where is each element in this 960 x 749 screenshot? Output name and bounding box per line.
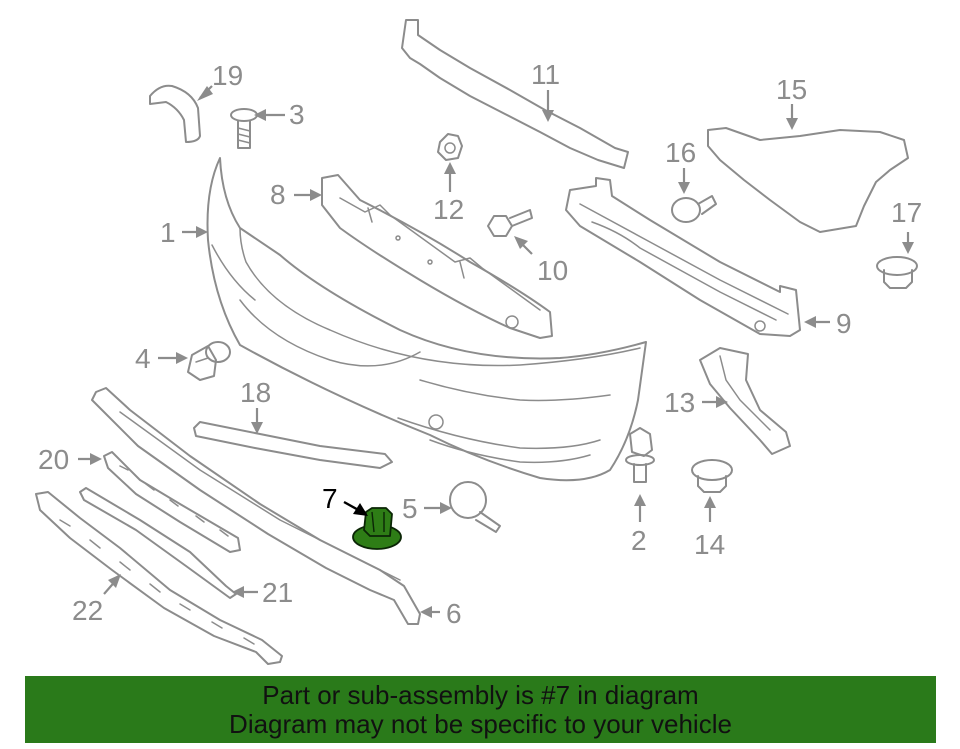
callout-12: 12 xyxy=(433,194,464,225)
tow-hook-cover-part-5[interactable] xyxy=(449,481,501,533)
screw-part-3[interactable] xyxy=(230,108,258,149)
leader-lines xyxy=(78,85,914,618)
banner-line-2: Diagram may not be specific to your vehi… xyxy=(229,708,732,739)
bracket-part-13[interactable] xyxy=(699,347,791,455)
callout-10: 10 xyxy=(537,255,568,286)
callout-labels: 19 3 11 15 16 8 12 17 1 10 9 4 18 13 20 … xyxy=(38,59,922,629)
clip-part-2[interactable] xyxy=(625,427,655,483)
callout-8: 8 xyxy=(270,179,286,210)
callout-7: 7 xyxy=(322,483,338,514)
callout-5: 5 xyxy=(402,493,418,524)
callout-17: 17 xyxy=(891,197,922,228)
trim-molding-part-18[interactable] xyxy=(193,421,393,469)
bolt-part-10[interactable] xyxy=(487,209,533,237)
callout-16: 16 xyxy=(665,137,696,168)
callout-3: 3 xyxy=(289,99,305,130)
clip-nut-part-17[interactable] xyxy=(876,256,918,289)
callout-14: 14 xyxy=(694,529,725,560)
upper-bracket-part-11[interactable] xyxy=(401,19,629,169)
lower-valance-part-6[interactable] xyxy=(91,387,421,625)
callout-19: 19 xyxy=(212,60,243,91)
callout-20: 20 xyxy=(38,444,69,475)
banner-line-1: Part or sub-assembly is #7 in diagram xyxy=(262,679,699,710)
clip-nut-part-14[interactable] xyxy=(691,459,733,493)
reinforcement-beam-part-9[interactable] xyxy=(565,177,801,337)
callout-2: 2 xyxy=(631,525,647,556)
side-bracket-part-15[interactable] xyxy=(707,127,909,233)
callout-21: 21 xyxy=(262,577,293,608)
callout-22: 22 xyxy=(72,595,103,626)
info-banner: Part or sub-assembly is #7 in diagram Di… xyxy=(25,676,936,743)
bumper-cover-part-1[interactable] xyxy=(206,157,647,482)
callout-4: 4 xyxy=(135,343,151,374)
highlighted-fastener-part-7[interactable] xyxy=(352,507,402,550)
callout-11: 11 xyxy=(531,59,560,90)
grille-strip-part-20[interactable] xyxy=(103,451,241,553)
grommet-part-4[interactable] xyxy=(187,341,231,381)
callout-9: 9 xyxy=(836,308,852,339)
callout-1: 1 xyxy=(160,217,176,248)
skid-plate-part-22[interactable] xyxy=(35,491,283,665)
strip-part-21[interactable] xyxy=(79,487,237,599)
energy-absorber-part-8[interactable] xyxy=(321,174,553,339)
callout-6: 6 xyxy=(446,598,462,629)
callout-13: 13 xyxy=(664,387,695,418)
callout-15: 15 xyxy=(776,74,807,105)
bracket-part-19[interactable] xyxy=(149,84,201,143)
callout-18: 18 xyxy=(240,377,271,408)
nut-part-12[interactable] xyxy=(437,133,463,161)
push-pin-part-16[interactable] xyxy=(671,195,717,223)
